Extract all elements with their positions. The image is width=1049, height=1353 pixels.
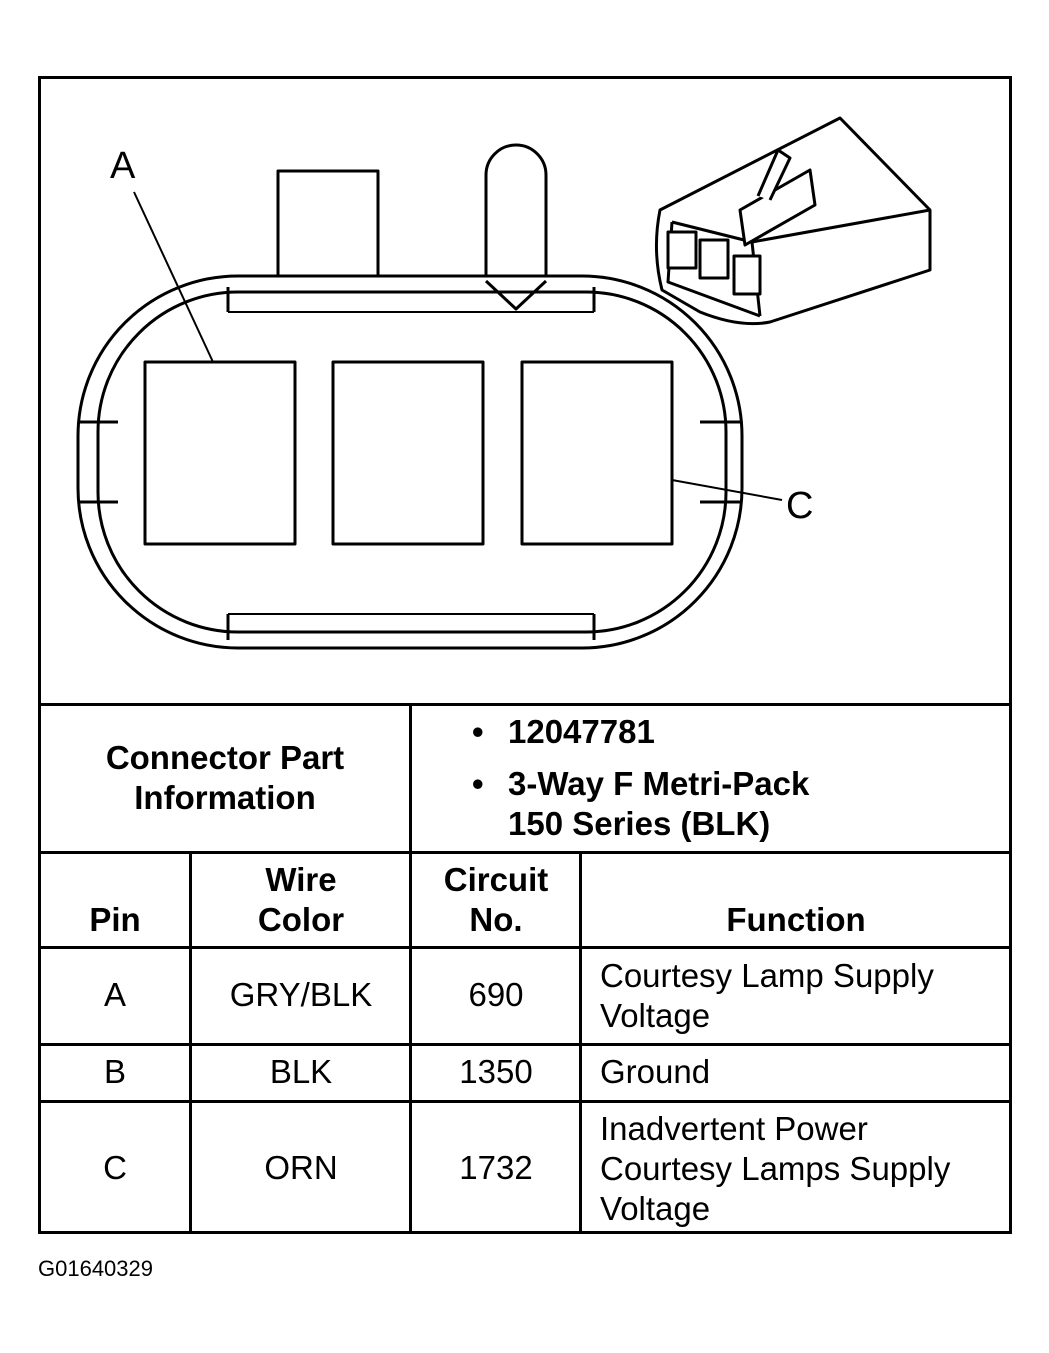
- rule-col-1: [189, 851, 192, 1234]
- callout-c: C: [786, 485, 813, 527]
- rule-row-a-bottom: [38, 1043, 1012, 1046]
- round-tab: [484, 143, 548, 281]
- rule-header-bottom: [38, 946, 1012, 949]
- row-b-wire-color: BLK: [269, 1053, 333, 1090]
- cavity-a: [143, 360, 297, 546]
- row-a-function: Courtesy Lamp Supply Voltage: [600, 956, 1005, 1036]
- header-wire-color: Wire Color: [192, 860, 410, 940]
- housing-outer: [76, 274, 744, 650]
- row-a-function-line2: Voltage: [600, 997, 711, 1034]
- cavity-c: [520, 360, 674, 546]
- figure-frame: [38, 76, 1012, 1234]
- description-item: • 3-Way F Metri-Pack 150 Series (BLK): [472, 764, 1002, 844]
- square-tab: [276, 169, 380, 283]
- row-a-pin: A: [103, 976, 126, 1013]
- rule-diagram-bottom: [38, 703, 1012, 706]
- rule-col-2: [409, 851, 412, 1234]
- row-b-function-line1: Ground: [600, 1053, 711, 1090]
- header-wire-color-line2: Color: [257, 901, 345, 938]
- leader-line-a: [133, 191, 214, 363]
- connector-info-label-line2: Information: [134, 779, 316, 816]
- row-a-wire-color: GRY/BLK: [229, 976, 373, 1013]
- bullet-icon: •: [472, 765, 484, 802]
- row-c-wire-color: ORN: [264, 1149, 338, 1186]
- row-b-pin: B: [103, 1053, 126, 1090]
- row-a-circuit: 690: [468, 976, 524, 1013]
- row-c-circuit: 1732: [459, 1149, 533, 1186]
- rule-info-divider: [409, 703, 412, 854]
- callout-a: A: [110, 145, 136, 187]
- description-line2: 150 Series (BLK): [508, 805, 771, 842]
- connector-info-label-line1: Connector Part: [105, 739, 345, 776]
- row-c-pin: C: [103, 1149, 127, 1186]
- description-line1: 3-Way F Metri-Pack: [508, 765, 810, 802]
- header-circuit-line1: Circuit: [443, 861, 549, 898]
- row-b-function: Ground: [600, 1052, 1005, 1092]
- bullet-icon: •: [472, 713, 484, 750]
- header-circuit: Circuit No.: [412, 860, 580, 940]
- header-wire-color-line1: Wire: [265, 861, 337, 898]
- part-number: 12047781: [508, 713, 655, 750]
- row-c-function-line2: Courtesy Lamps Supply: [600, 1150, 951, 1187]
- connector-diagram: A C: [76, 116, 932, 650]
- figure-id: G01640329: [38, 1256, 153, 1281]
- row-b-circuit: 1350: [459, 1053, 533, 1090]
- rule-info-bottom: [38, 851, 1012, 854]
- header-circuit-line2: No.: [469, 901, 523, 938]
- rule-row-b-bottom: [38, 1100, 1012, 1103]
- part-number-item: • 12047781: [472, 712, 1002, 752]
- cavity-b: [331, 360, 485, 546]
- row-c-function: Inadvertent Power Courtesy Lamps Supply …: [600, 1109, 1005, 1229]
- row-a-function-line1: Courtesy Lamp Supply: [600, 957, 934, 994]
- leader-line-c: [671, 479, 783, 501]
- housing-inner: [96, 290, 728, 634]
- connector-info-label: Connector Part Information: [40, 738, 410, 818]
- latch-notch: [484, 279, 548, 311]
- connector-iso-view: [654, 116, 932, 326]
- header-function: Function: [726, 901, 866, 938]
- connector-info-details: • 12047781 • 3-Way F Metri-Pack 150 Seri…: [472, 712, 1002, 844]
- row-c-function-line3: Voltage: [600, 1190, 711, 1227]
- header-pin: Pin: [89, 901, 141, 938]
- row-c-function-line1: Inadvertent Power: [600, 1110, 868, 1147]
- rule-col-3: [579, 851, 582, 1234]
